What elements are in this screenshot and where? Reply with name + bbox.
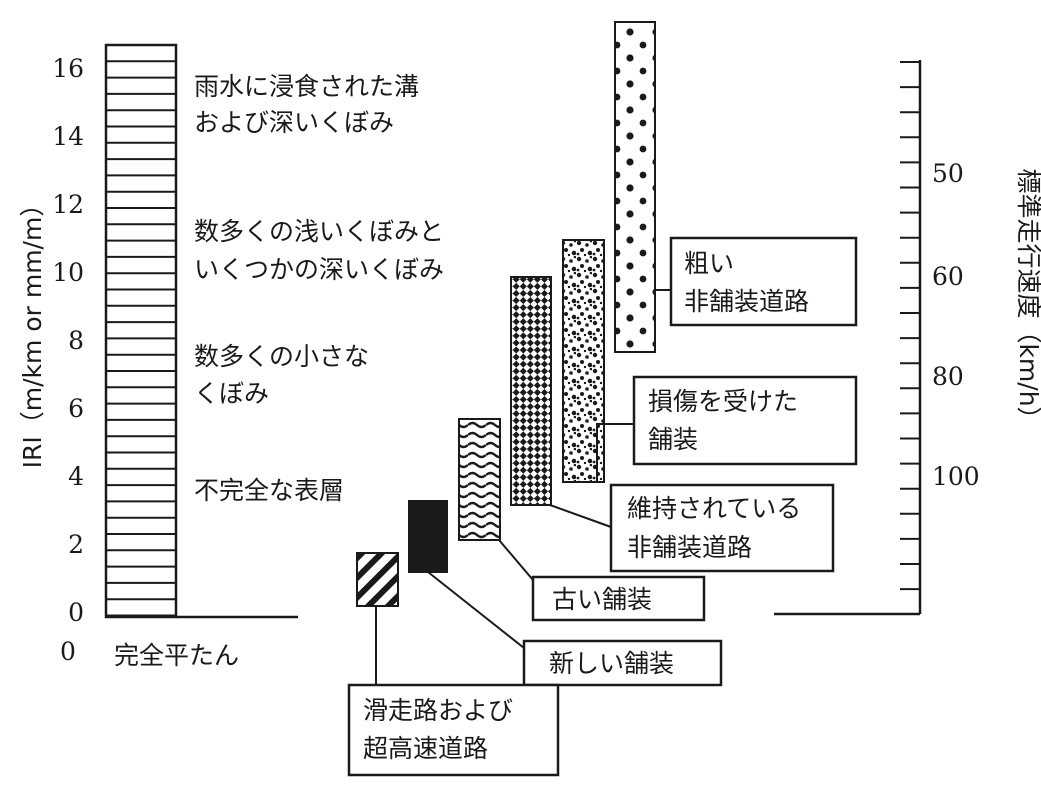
label-maintained-unpaved-line2: 非舗装道路: [627, 533, 752, 562]
desc-iri16-line1: 雨水に浸食された溝: [194, 72, 419, 101]
origin-label: 0: [60, 637, 76, 666]
iri-tick-14: 14: [52, 122, 84, 151]
left-axis-title: IRI（m/km or mm/m）: [18, 192, 47, 469]
label-maintained-unpaved: 維持されている 非舗装道路: [609, 483, 835, 573]
desc-iri4: 不完全な表層: [194, 476, 344, 505]
label-rough-unpaved-line1: 粗い: [684, 249, 734, 278]
desc-iri8-line1: 数多くの小さな: [194, 342, 369, 371]
iri-tick-16: 16: [52, 54, 84, 83]
label-rough-unpaved-line2: 非舗装道路: [684, 287, 809, 316]
label-runway-line1: 滑走路および: [363, 696, 513, 725]
desc-iri8-line2: くぼみ: [194, 379, 269, 408]
leader-lines: [375, 289, 671, 685]
desc-iri16-line2: および深いくぼみ: [194, 108, 394, 137]
desc-iri11-line2: いくつかの深いくぼみ: [194, 255, 444, 284]
desc-iri11-line1: 数多くの浅いくぼみと: [194, 217, 444, 246]
desc-iri0: 完全平たん: [114, 641, 239, 670]
label-maintained-unpaved-line1: 維持されている: [627, 494, 801, 523]
right-axis-title: 標準走行速度（km/h）: [1014, 168, 1041, 431]
iri-tick-6: 6: [68, 394, 84, 423]
iri-tick-0: 0: [68, 598, 84, 627]
iri-tick-4: 4: [68, 462, 84, 491]
bar-old-paved: [458, 418, 501, 541]
speed-tick-100: 100: [932, 462, 980, 491]
label-runway-expressway: 滑走路および 超高速道路: [347, 683, 560, 777]
label-damaged-paved-line1: 損傷を受けた: [648, 387, 798, 416]
bar-new-paved: [408, 500, 448, 573]
iri-tick-8: 8: [68, 326, 84, 355]
label-damaged-paved-line2: 舗装: [648, 425, 698, 454]
iri-tick-2: 2: [68, 530, 84, 559]
label-damaged-paved: 損傷を受けた 舗装: [632, 375, 858, 466]
speed-tick-60: 60: [932, 262, 964, 291]
speed-axis: [774, 60, 922, 616]
label-new-paved-text: 新しい舗装: [549, 649, 674, 678]
speed-tick-80: 80: [932, 362, 964, 391]
bar-rough-unpaved: [614, 21, 656, 353]
iri-tick-12: 12: [52, 190, 84, 219]
bar-runway-expressway: [356, 552, 399, 607]
label-old-paved: 古い舗装: [531, 575, 706, 622]
label-old-paved-text: 古い舗装: [552, 585, 652, 614]
label-new-paved: 新しい舗装: [522, 639, 723, 687]
label-runway-line2: 超高速道路: [363, 734, 488, 763]
label-rough-unpaved: 粗い 非舗装道路: [669, 236, 858, 327]
speed-tick-50: 50: [932, 159, 964, 188]
iri-tick-10: 10: [52, 258, 84, 287]
bar-maintained-unpaved: [510, 276, 552, 506]
iri-scale-ladder: [104, 43, 178, 619]
